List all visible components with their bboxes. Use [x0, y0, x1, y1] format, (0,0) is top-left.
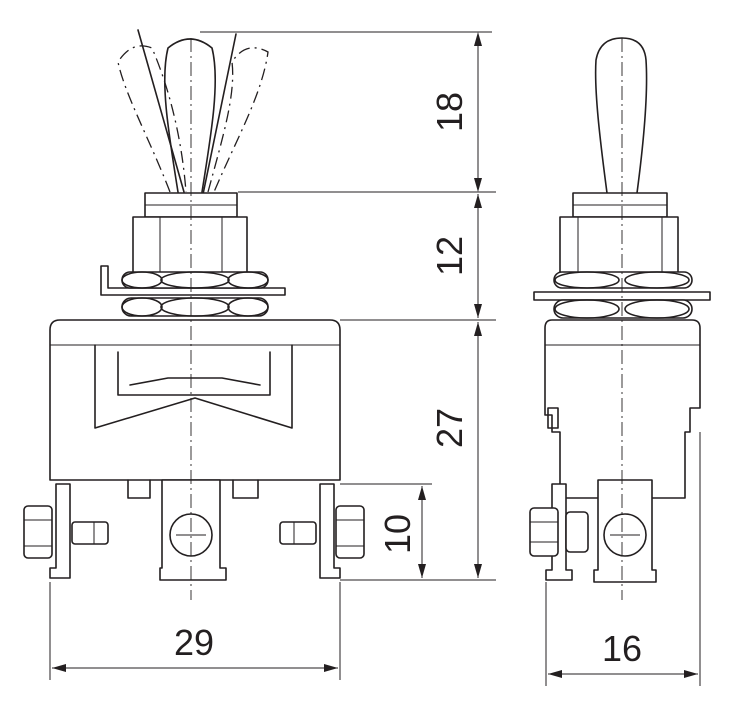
side-terminals	[529, 479, 657, 583]
front-terminals	[23, 479, 365, 581]
dim-body-height: 27	[429, 408, 470, 448]
dim-terminal-height: 10	[377, 514, 418, 554]
side-housing	[544, 319, 701, 499]
front-bushing	[132, 192, 248, 274]
dim-side-width: 16	[602, 628, 642, 669]
dim-lever-height: 18	[429, 92, 470, 132]
dimension-lines	[49, 31, 701, 686]
dim-body-width: 29	[174, 622, 214, 663]
side-lever	[594, 37, 648, 194]
front-housing	[49, 319, 341, 499]
front-mount-nuts	[100, 265, 286, 317]
side-bushing	[559, 192, 679, 274]
side-view	[529, 37, 711, 600]
front-view	[23, 29, 365, 600]
dim-bushing-height: 12	[429, 236, 470, 276]
